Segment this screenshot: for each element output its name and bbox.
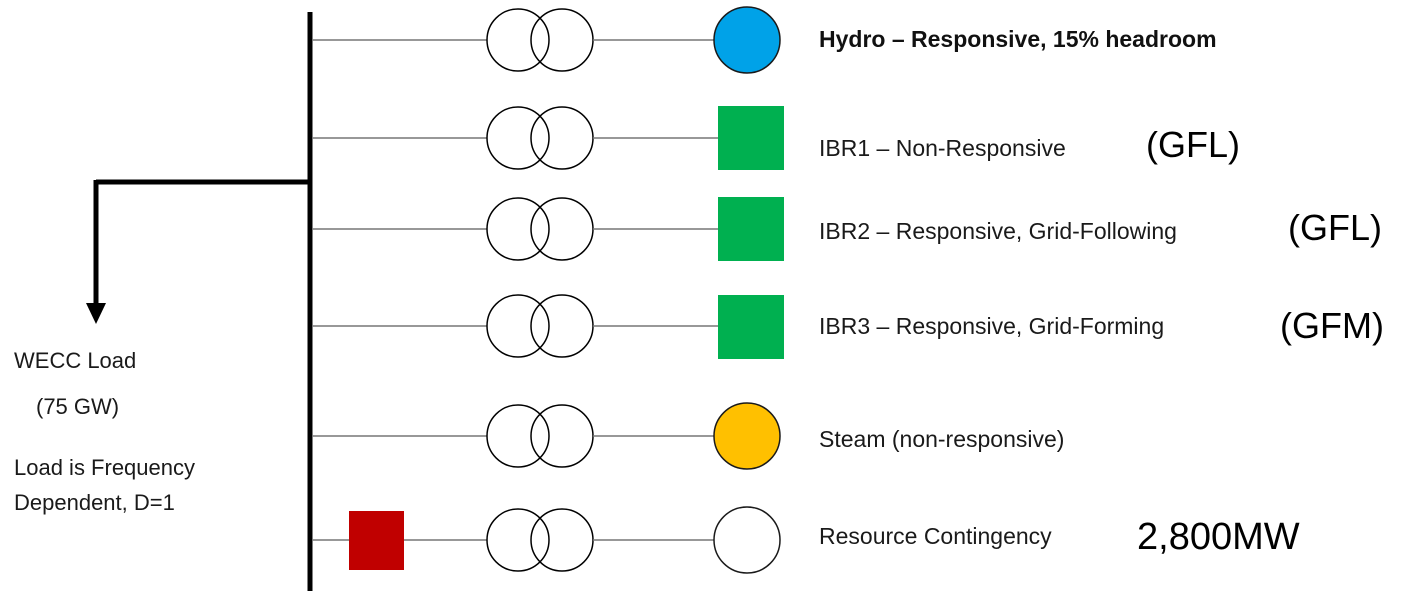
generator-ibr1-icon [718, 106, 784, 170]
branch-steam [312, 402, 781, 470]
label-ibr2: IBR2 – Responsive, Grid-Following [819, 218, 1177, 244]
generator-contingency-icon [713, 506, 781, 574]
tag-ibr3: (GFM) [1280, 305, 1384, 346]
transformer-winding-secondary-icon [530, 508, 594, 572]
generator-steam-icon [713, 402, 781, 470]
label-ibr3: IBR3 – Responsive, Grid-Forming [819, 313, 1165, 339]
load-note-line2: Dependent, D=1 [14, 490, 175, 515]
transformer-winding-primary-icon [486, 106, 550, 170]
branch-ibr2 [312, 197, 784, 261]
breaker-icon [349, 511, 404, 570]
tag-ibr1: (GFL) [1146, 124, 1240, 165]
transformer-winding-primary-icon [486, 8, 550, 72]
generator-ibr3-icon [718, 295, 784, 359]
tag-ibr2: (GFL) [1288, 207, 1382, 248]
label-contingency: Resource Contingency [819, 523, 1052, 549]
label-hydro: Hydro – Responsive, 15% headroom [819, 26, 1217, 52]
transformer-winding-primary-icon [486, 294, 550, 358]
transformer-winding-secondary-icon [530, 294, 594, 358]
branch-contingency [312, 506, 781, 574]
branch-ibr1 [312, 106, 784, 170]
load-arrow-icon [86, 303, 106, 324]
transformer-winding-secondary-icon [530, 8, 594, 72]
generator-hydro-icon [713, 6, 781, 74]
branch-hydro [312, 6, 781, 74]
transformer-winding-primary-icon [486, 508, 550, 572]
contingency-size: 2,800MW [1137, 516, 1300, 558]
load-size: (75 GW) [36, 394, 120, 419]
transformer-winding-primary-icon [486, 404, 550, 468]
generator-ibr2-icon [718, 197, 784, 261]
load-name: WECC Load [14, 348, 137, 373]
load-note-line1: Load is Frequency [14, 455, 195, 480]
label-ibr1: IBR1 – Non-Responsive [819, 135, 1066, 161]
transformer-winding-secondary-icon [530, 106, 594, 170]
transformer-winding-primary-icon [486, 197, 550, 261]
transformer-winding-secondary-icon [530, 197, 594, 261]
transformer-winding-secondary-icon [530, 404, 594, 468]
branch-ibr3 [312, 294, 784, 359]
label-steam: Steam (non-responsive) [819, 426, 1065, 452]
